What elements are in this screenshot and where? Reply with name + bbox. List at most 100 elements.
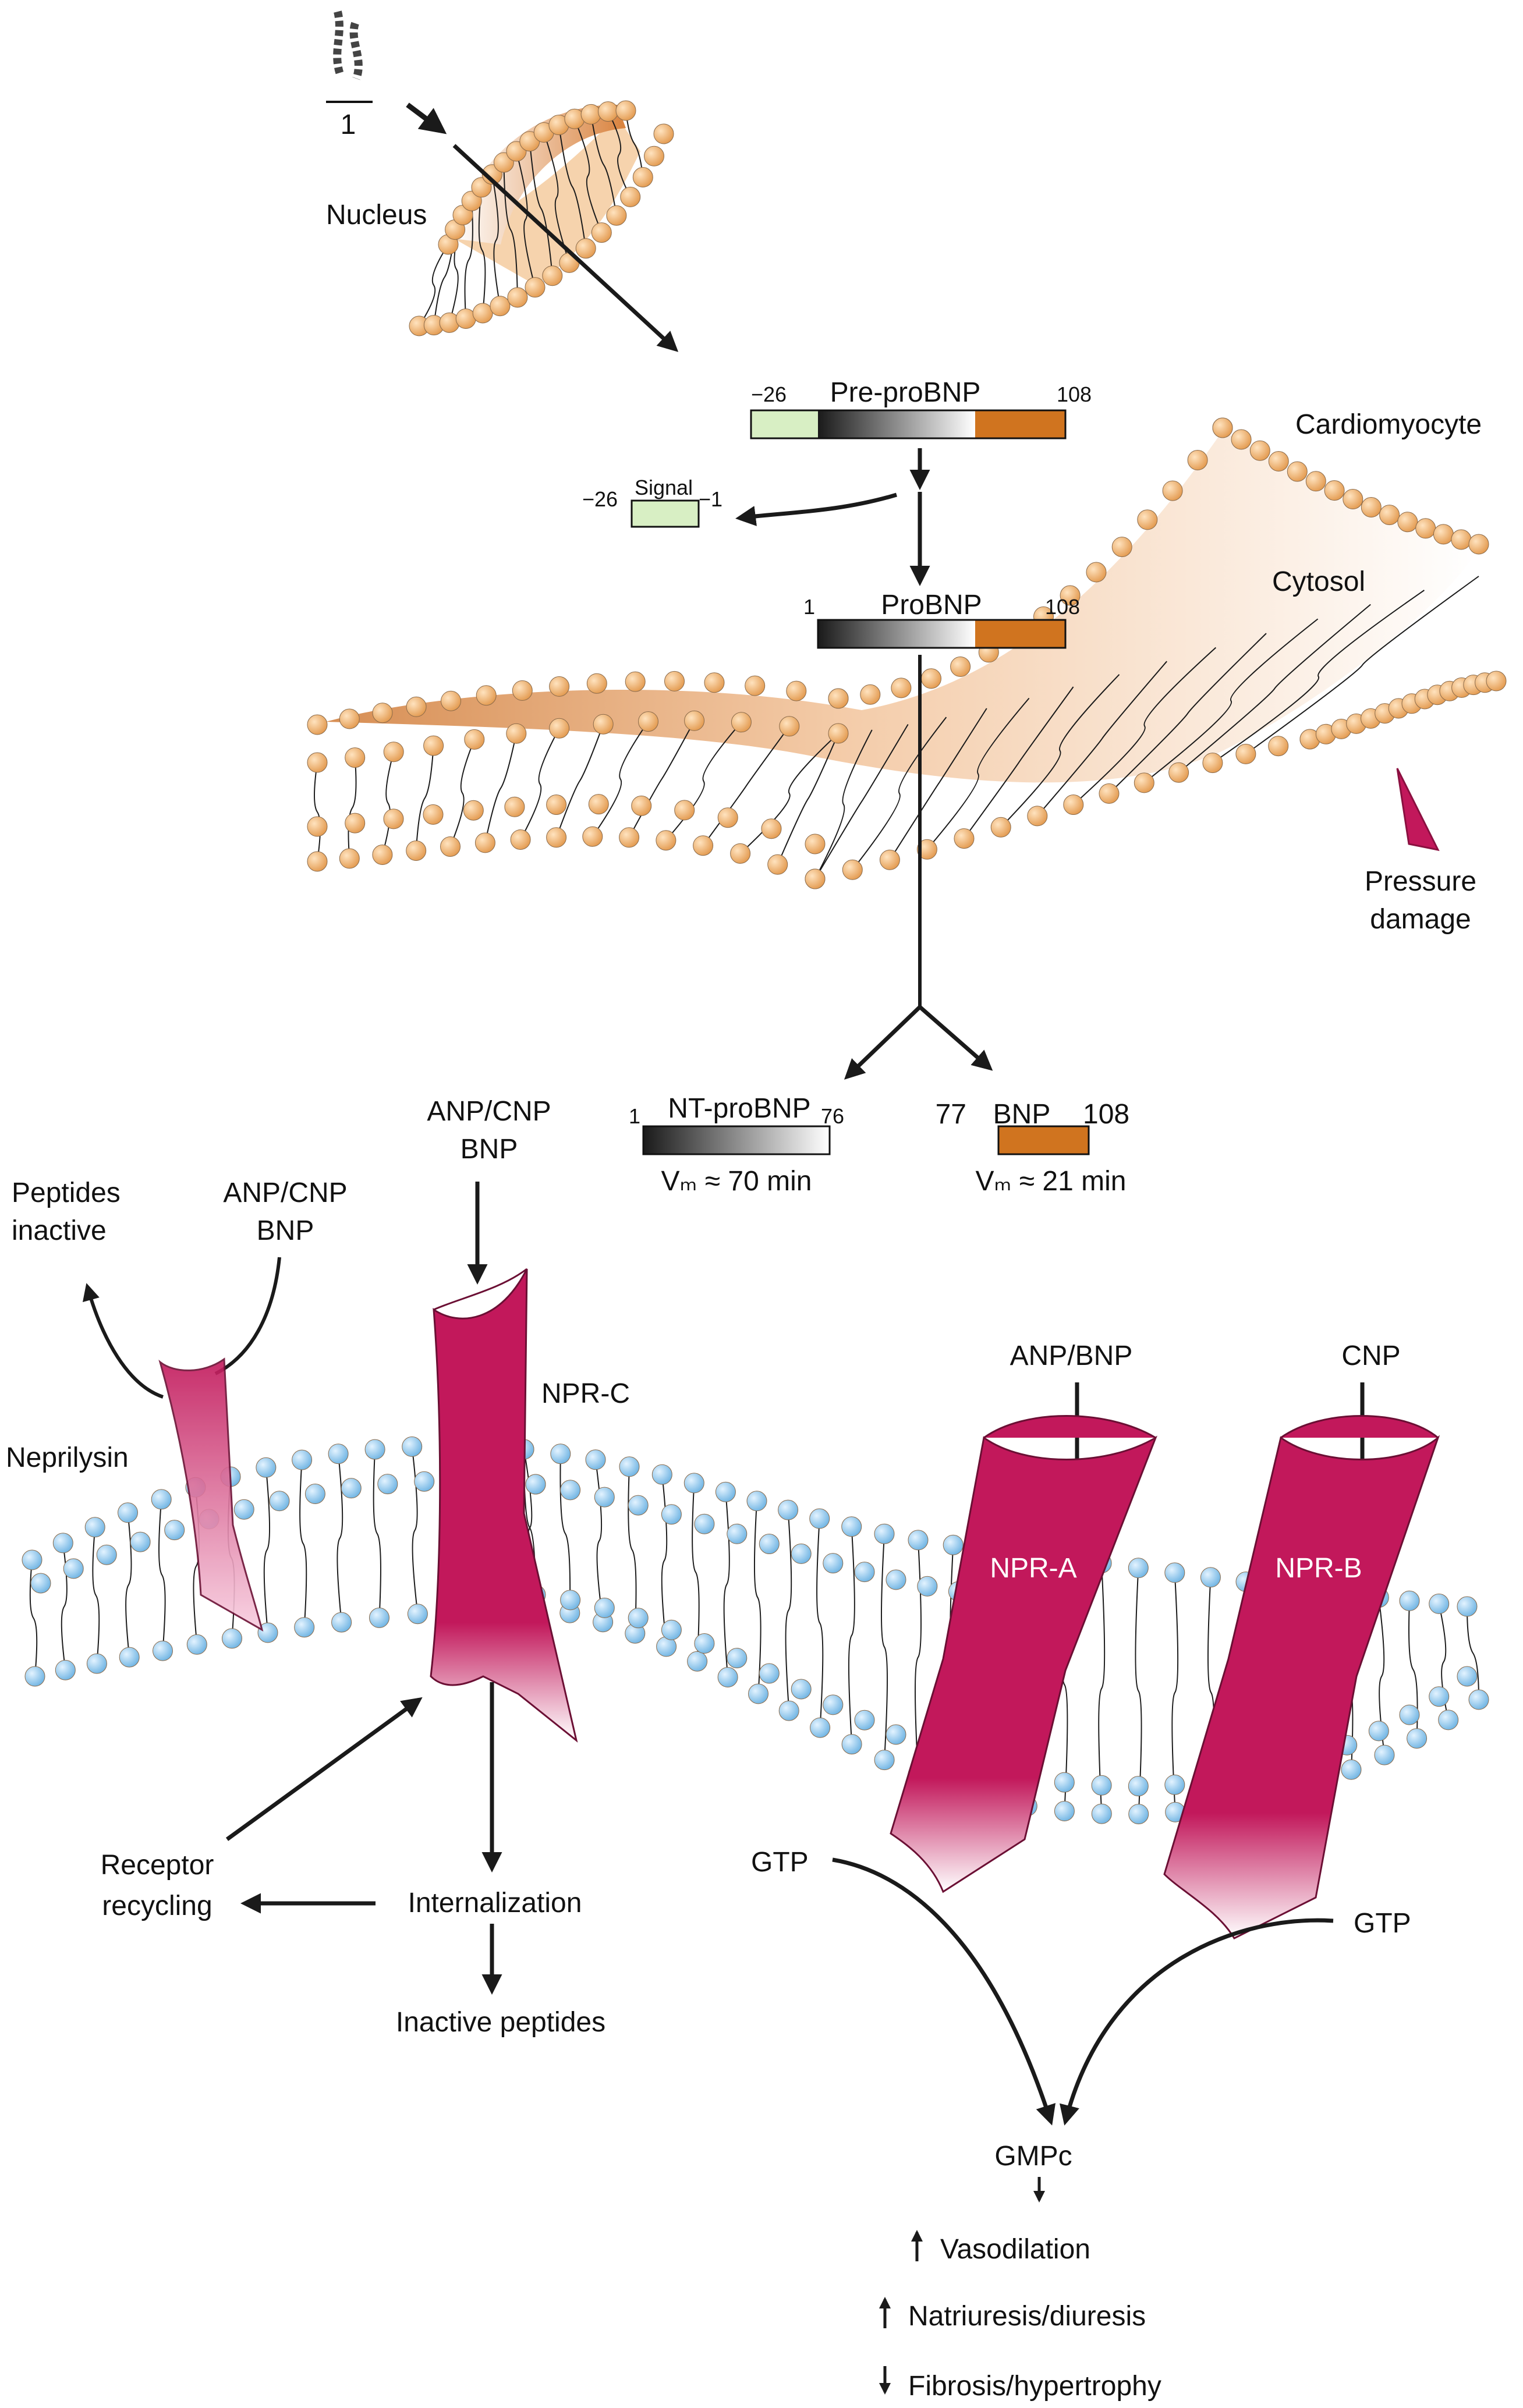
lipid-head	[440, 836, 461, 857]
lipid-head	[854, 1710, 875, 1730]
lipid-head	[1054, 1801, 1075, 1821]
lipid-head	[1341, 1759, 1362, 1780]
lipid-head	[1202, 753, 1223, 774]
npr-c-label: NPR-C	[541, 1378, 630, 1409]
lipid-tail	[1408, 1601, 1418, 1739]
peptides-inactive-line1: Peptides	[12, 1178, 121, 1208]
lipid-tail	[723, 1492, 730, 1678]
lipid-head	[1438, 1710, 1459, 1730]
lipid-head	[63, 1558, 84, 1579]
neprilysin-ligand-line	[214, 1257, 281, 1375]
lipid-head	[786, 680, 807, 701]
lipid-tail	[61, 1542, 68, 1671]
lipid-head	[625, 671, 646, 692]
lipid-head	[1187, 450, 1208, 470]
npr-a-label: NPR-A	[990, 1553, 1076, 1584]
lipid-head	[586, 673, 607, 694]
lipid-head	[628, 1608, 649, 1629]
lipid-head	[96, 1544, 117, 1565]
lipid-head	[841, 1516, 862, 1537]
nt-probnp-bar	[642, 1125, 831, 1155]
lipid-head	[1457, 1596, 1478, 1617]
lipid-tail	[314, 762, 321, 862]
lipid-head	[1407, 1728, 1428, 1749]
lipid-head	[307, 714, 328, 735]
nt-probnp-label: NT-proBNP	[668, 1093, 810, 1124]
lipid-head	[759, 1534, 780, 1554]
lipid-head	[1324, 480, 1345, 501]
nt-end: 76	[821, 1104, 844, 1128]
lipid-head	[805, 868, 826, 889]
lipid-head	[656, 830, 677, 851]
lipid-tail	[852, 717, 947, 870]
lipid-tail	[889, 708, 987, 860]
lipid-head	[631, 795, 652, 816]
lipid-head	[717, 1667, 738, 1687]
lipid-head	[269, 1491, 290, 1512]
lipid-tail	[515, 151, 536, 288]
lipid-head	[674, 800, 695, 821]
npr-b-receptor	[1163, 1415, 1440, 1939]
effect-vasodilation: Vasodilation	[911, 2230, 1090, 2265]
lipid-tail	[628, 720, 695, 838]
neprilysin-label: Neprilysin	[6, 1442, 129, 1473]
lipid-head	[369, 1607, 389, 1628]
lipid-head	[1027, 806, 1048, 827]
neprilysin-receptor	[158, 1357, 264, 1632]
lipid-head	[1457, 1666, 1478, 1687]
lipid-head	[809, 1508, 830, 1529]
lipid-head	[1433, 524, 1454, 545]
lipid-tail	[1178, 604, 1371, 773]
lipid-head	[24, 1666, 45, 1687]
lipid-tail	[484, 733, 517, 843]
signal-arrow	[735, 492, 898, 526]
lipid-head	[954, 828, 975, 849]
lipid-head	[874, 1750, 895, 1771]
bnp-label: BNP	[993, 1099, 1051, 1130]
lipid-head	[778, 1700, 799, 1721]
lipid-head	[1128, 1558, 1149, 1579]
lipid-tail	[665, 722, 742, 841]
receptor-recycling-line1: Receptor	[101, 1850, 214, 1881]
lipid-tail	[661, 1474, 668, 1647]
lipid-head	[1429, 1686, 1450, 1707]
lipid-head	[1200, 1567, 1221, 1588]
lipid-tail	[848, 1526, 855, 1744]
gtp-left-label: GTP	[751, 1847, 809, 1878]
lipid-head	[542, 265, 563, 286]
lipid-head	[664, 671, 685, 691]
lipid-head	[828, 688, 849, 709]
lipid-head	[339, 708, 360, 729]
lipid-head	[619, 827, 640, 848]
lipid-head	[874, 1523, 895, 1544]
lipid-head	[1235, 743, 1256, 764]
lipid-head	[1399, 1590, 1420, 1611]
lipid-head	[328, 1444, 349, 1464]
bnp-arrow	[918, 1005, 993, 1071]
nucleus-membrane	[409, 100, 674, 336]
lipid-head	[727, 1648, 748, 1669]
lipid-head	[950, 656, 971, 677]
lipid-head	[476, 685, 497, 706]
lipid-head	[1268, 451, 1289, 471]
effect-text: Vasodilation	[940, 2234, 1090, 2265]
lipid-head	[810, 1717, 831, 1738]
internalization-label: Internalization	[408, 1888, 582, 1918]
lipid-head	[30, 1573, 51, 1594]
lipid-head	[908, 1530, 929, 1551]
pressure-damage-line1: Pressure	[1365, 866, 1476, 897]
effect-text: Natriuresis/diuresis	[908, 2301, 1146, 2332]
lipid-head	[307, 851, 328, 872]
lipid-head	[402, 1436, 423, 1457]
lipid-tail	[411, 1446, 419, 1614]
lipid-head	[383, 808, 404, 829]
lipid-head	[1137, 509, 1158, 530]
lipid-head	[745, 675, 766, 696]
lipid-head	[791, 1543, 812, 1564]
lipid-head	[1361, 497, 1382, 517]
lipid-head	[1128, 1776, 1149, 1797]
nt-halflife: Vₘ ≈ 70 min	[661, 1166, 812, 1197]
ligand-c-line2: BNP	[461, 1134, 518, 1165]
lipid-head	[715, 1481, 736, 1502]
